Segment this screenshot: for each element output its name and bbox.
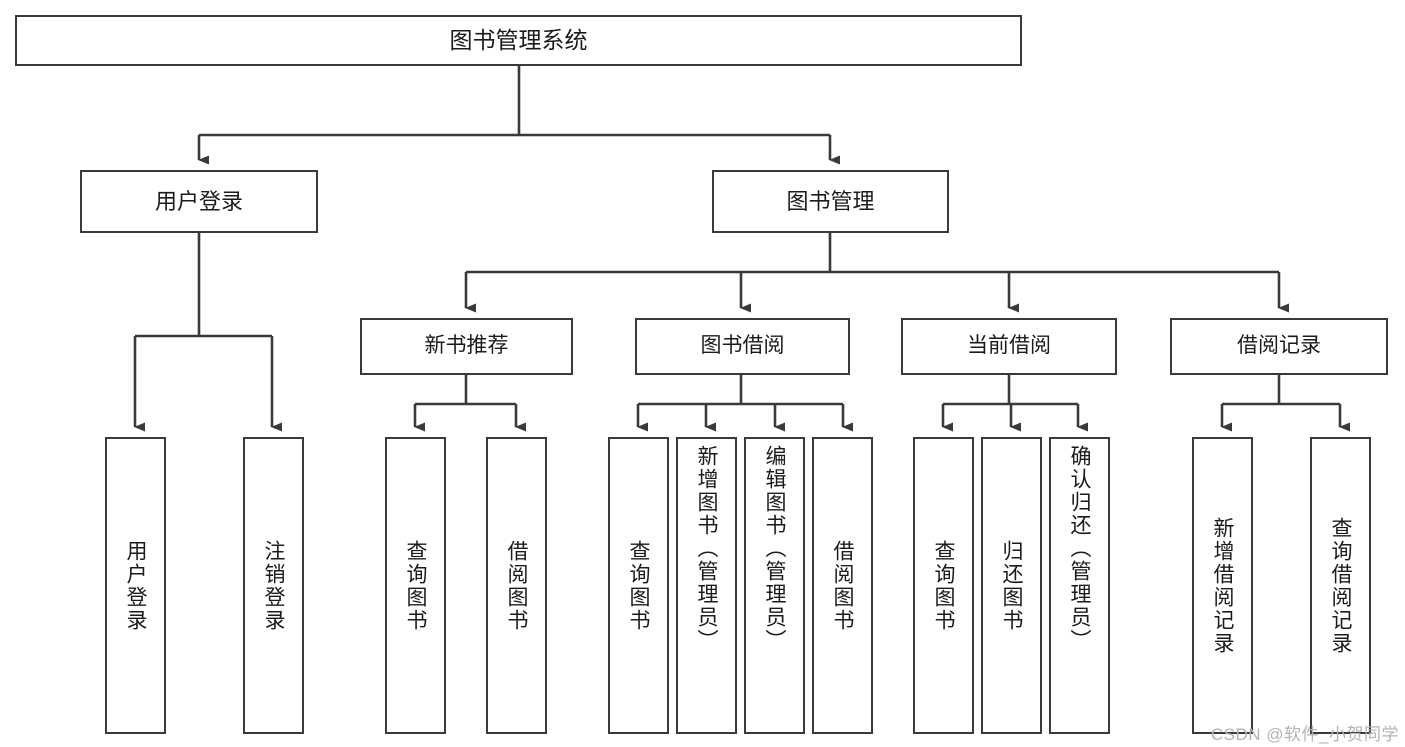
- leaf-borrow-query-book-inner: 查询图书: [627, 439, 650, 732]
- leaf-edit-book-admin[interactable]: 编辑图书（管理员）: [744, 437, 805, 734]
- connector-borrowrecord-to-leaves: [1220, 375, 1350, 432]
- connector-currentborrow-to-leaves: [941, 375, 1088, 432]
- leaf-query-borrow-record[interactable]: 查询借阅记录: [1310, 437, 1371, 734]
- leaf-add-borrow-record-label: 新增借阅记录: [1211, 516, 1234, 655]
- leaf-confirm-return-admin[interactable]: 确认归还（管理员）: [1049, 437, 1110, 734]
- connector-userlogin-to-leaves: [133, 233, 282, 432]
- node-user-login-label: 用户登录: [154, 188, 243, 214]
- leaf-current-query-book-inner: 查询图书: [932, 439, 955, 732]
- leaf-recommend-query-book[interactable]: 查询图书: [385, 437, 446, 734]
- node-book-management[interactable]: 图书管理: [712, 170, 949, 233]
- leaf-user-login-inner: 用户登录: [124, 439, 147, 732]
- connector-newbook-to-leaves: [413, 375, 526, 432]
- leaf-add-book-admin[interactable]: 新增图书（管理员）: [676, 437, 737, 734]
- node-borrow-record-label: 借阅记录: [1237, 334, 1321, 358]
- leaf-confirm-return-admin-inner: 确认归还（管理员）: [1068, 439, 1091, 732]
- leaf-logout[interactable]: 注销登录: [243, 437, 304, 734]
- leaf-borrow-book-label: 借阅图书: [831, 539, 854, 632]
- leaf-confirm-return-admin-label: 确认归还（管理员）: [1068, 445, 1091, 652]
- leaf-recommend-borrow-book-inner: 借阅图书: [505, 439, 528, 732]
- leaf-add-book-admin-label: 新增图书（管理员）: [695, 445, 718, 652]
- leaf-logout-label: 注销登录: [262, 539, 285, 632]
- node-borrow-record[interactable]: 借阅记录: [1170, 318, 1388, 375]
- leaf-logout-inner: 注销登录: [262, 439, 285, 732]
- leaf-edit-book-admin-inner: 编辑图书（管理员）: [763, 439, 786, 732]
- leaf-query-borrow-record-inner: 查询借阅记录: [1329, 439, 1352, 732]
- leaf-current-query-book[interactable]: 查询图书: [913, 437, 974, 734]
- connector-bookmgmt-to-level2: [464, 233, 1289, 313]
- node-user-login[interactable]: 用户登录: [80, 170, 318, 233]
- leaf-return-book-inner: 归还图书: [1000, 439, 1023, 732]
- leaf-recommend-borrow-book-label: 借阅图书: [505, 539, 528, 632]
- leaf-borrow-book-inner: 借阅图书: [831, 439, 854, 732]
- leaf-recommend-borrow-book[interactable]: 借阅图书: [486, 437, 547, 734]
- csdn-watermark: CSDN @软件_小贺同学: [1210, 725, 1399, 744]
- node-book-borrow-label: 图书借阅: [700, 334, 785, 358]
- node-current-borrow-label: 当前借阅: [967, 334, 1051, 358]
- node-new-book-recommend-label: 新书推荐: [424, 334, 509, 358]
- leaf-query-borrow-record-label: 查询借阅记录: [1329, 516, 1352, 655]
- leaf-borrow-query-book-label: 查询图书: [627, 539, 650, 632]
- leaf-add-borrow-record-inner: 新增借阅记录: [1211, 439, 1234, 732]
- node-current-borrow[interactable]: 当前借阅: [901, 318, 1117, 375]
- node-root-label: 图书管理系统: [449, 26, 588, 53]
- connector-bookborrow-to-leaves: [636, 375, 853, 432]
- leaf-user-login-label: 用户登录: [124, 539, 147, 632]
- node-book-management-label: 图书管理: [786, 188, 875, 214]
- leaf-add-borrow-record[interactable]: 新增借阅记录: [1192, 437, 1253, 734]
- leaf-borrow-query-book[interactable]: 查询图书: [608, 437, 669, 734]
- leaf-recommend-query-book-label: 查询图书: [404, 539, 427, 632]
- leaf-edit-book-admin-label: 编辑图书（管理员）: [763, 445, 786, 652]
- leaf-user-login[interactable]: 用户登录: [105, 437, 166, 734]
- leaf-recommend-query-book-inner: 查询图书: [404, 439, 427, 732]
- leaf-add-book-admin-inner: 新增图书（管理员）: [695, 439, 718, 732]
- leaf-borrow-book[interactable]: 借阅图书: [812, 437, 873, 734]
- node-book-borrow[interactable]: 图书借阅: [635, 318, 850, 375]
- leaf-return-book-label: 归还图书: [1000, 539, 1023, 632]
- node-new-book-recommend[interactable]: 新书推荐: [360, 318, 573, 375]
- node-root-system[interactable]: 图书管理系统: [15, 15, 1022, 66]
- leaf-return-book[interactable]: 归还图书: [981, 437, 1042, 734]
- connector-root-to-level1: [197, 65, 840, 165]
- leaf-current-query-book-label: 查询图书: [932, 539, 955, 632]
